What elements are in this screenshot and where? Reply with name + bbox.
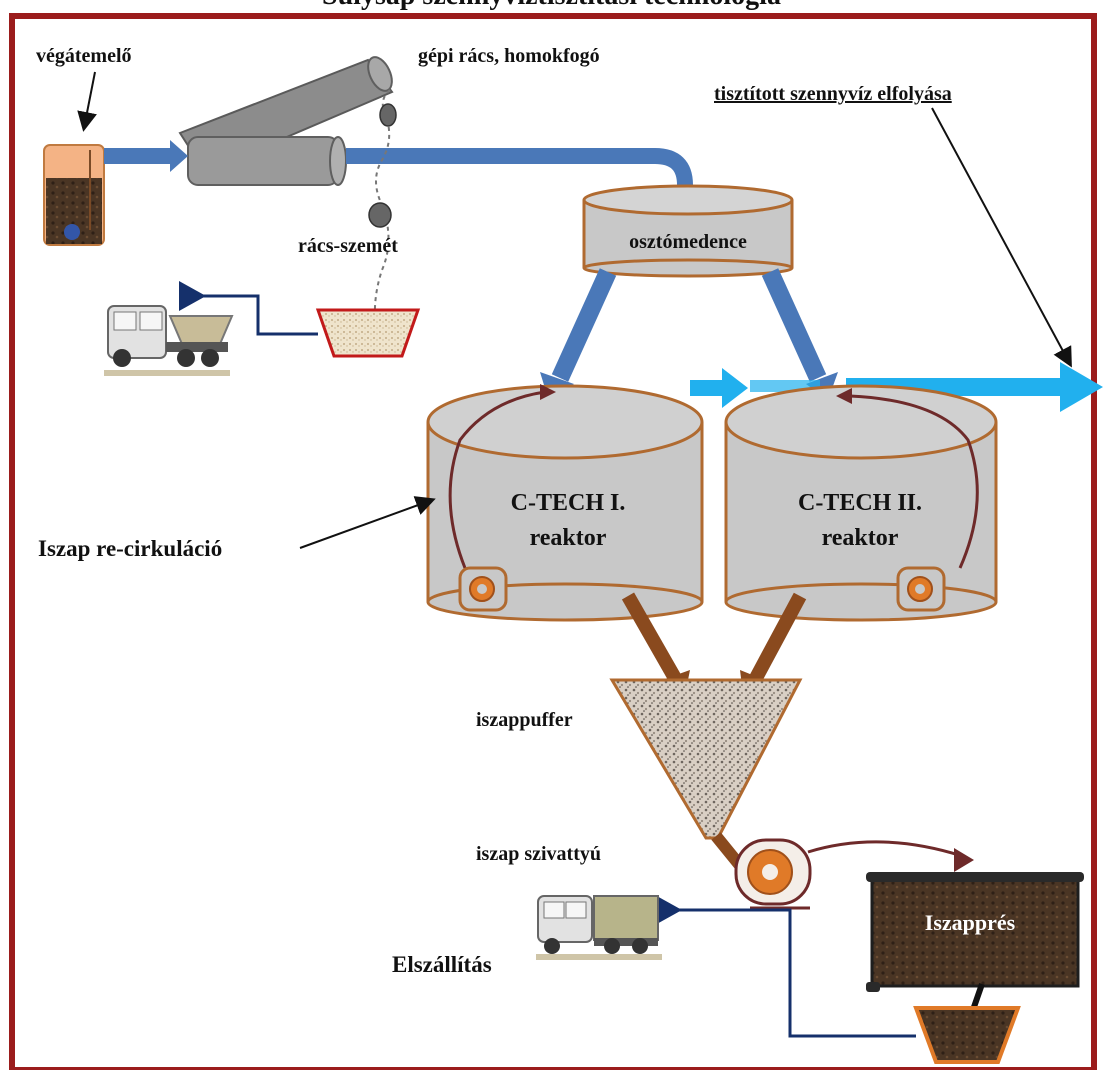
arrow-bin-to-truck: [179, 281, 318, 336]
page-title: Sülysáp szennyvíztisztítási technológia: [0, 0, 1103, 12]
label-recirculation: Iszap re-cirkuláció: [38, 536, 222, 561]
pointer-lift-station: [77, 71, 97, 132]
label-effluent: tisztított szennyvíz elfolyása: [714, 83, 952, 105]
inlet-pipe: [104, 148, 174, 164]
label-reactor-2-line1: C-TECH II.: [798, 490, 922, 516]
pointer-recirculation: [299, 496, 436, 549]
arrow-to-truck-2: [655, 895, 916, 1038]
label-reactor-1-line1: C-TECH I.: [511, 490, 626, 516]
pipe-to-reactor-2: [761, 268, 827, 382]
sludge-buffer-hopper: [609, 678, 803, 840]
distribution-tank-icon: [582, 184, 794, 278]
label-reactor-2-line2: reaktor: [822, 525, 899, 551]
label-transport: Elszállítás: [392, 952, 492, 977]
box-truck-icon: [536, 895, 662, 960]
label-screenings: rács-szemét: [298, 235, 398, 257]
screening-rock-icon: [368, 202, 392, 228]
sludge-pump-icon: [734, 838, 812, 910]
screen-grit-chamber-icon: [178, 56, 394, 186]
screenings-bin-icon: [315, 308, 421, 358]
pointer-effluent: [931, 107, 1072, 368]
sludge-press-icon: [866, 872, 1084, 992]
lift-station-icon: [43, 144, 105, 246]
pipe-to-reactor-1: [551, 268, 617, 382]
pipe-to-press: [807, 840, 963, 858]
label-sludge-pump: iszap szivattyú: [476, 843, 601, 865]
label-screen-grit: gépi rács, homokfogó: [418, 45, 600, 67]
recirculation-loop-2: [849, 394, 979, 569]
screening-rock-icon: [379, 103, 397, 127]
label-reactor-1-line2: reaktor: [530, 525, 607, 551]
recirc-pump-1-icon: [458, 566, 508, 612]
cake-bin-icon: [913, 1006, 1021, 1064]
recirc-pump-2-icon: [896, 566, 946, 612]
hopper-truck-icon: [104, 305, 234, 376]
recirculation-loop-1: [448, 390, 546, 569]
sludge-pipe-1: [621, 592, 683, 684]
label-lift-station: végátemelő: [36, 45, 132, 67]
sludge-pipe-2: [749, 592, 807, 682]
label-sludge-buffer: iszappuffer: [476, 709, 573, 731]
label-sludge-press: Iszapprés: [925, 910, 1016, 935]
label-distribution-tank: osztómedence: [629, 231, 747, 253]
